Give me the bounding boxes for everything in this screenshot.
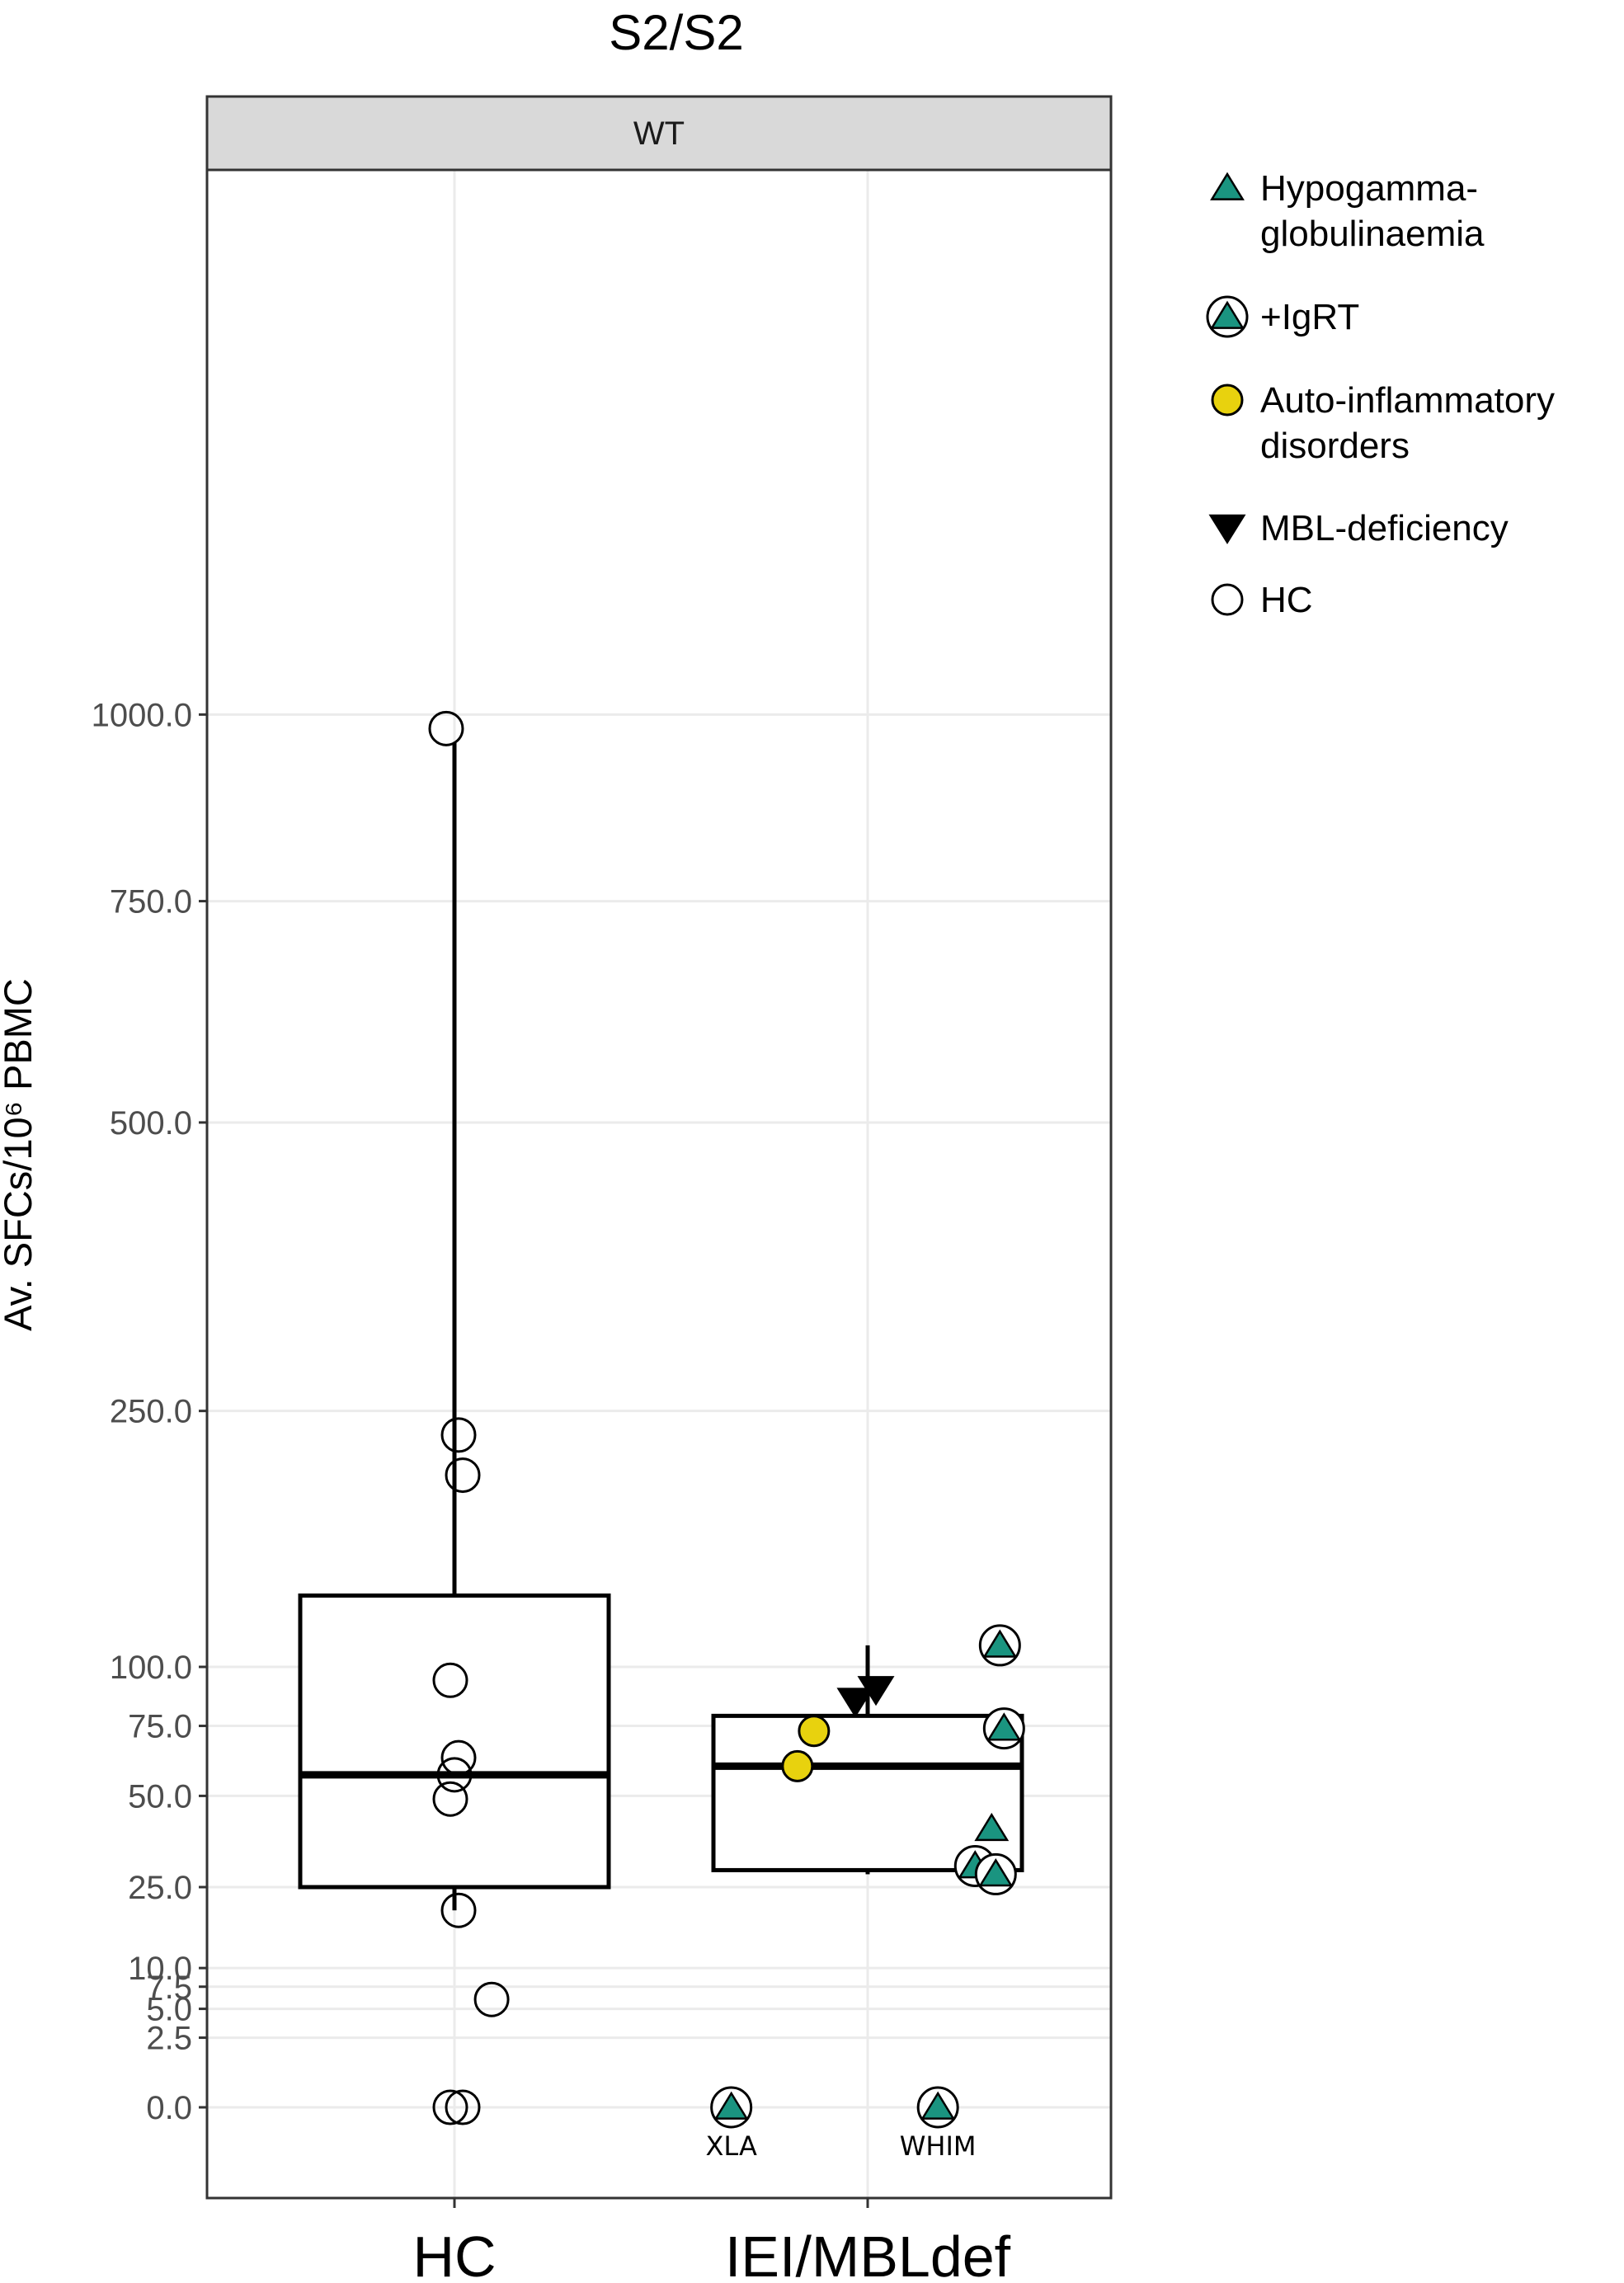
data-point-auto-inflammatory-disorders — [798, 1715, 831, 1748]
legend-item: +IgRT — [1206, 295, 1359, 338]
y-tick-label: 7.5 — [146, 1970, 192, 2006]
data-point-hc — [432, 1781, 468, 1817]
data-point-hc — [432, 2089, 468, 2125]
y-tick-label: 750.0 — [110, 884, 192, 920]
data-point-hypogammaglobulinaemia — [974, 1812, 1010, 1842]
plot-border — [205, 168, 1113, 2200]
y-tick-label: 2.5 — [146, 2021, 192, 2057]
y-tick-label: 500.0 — [110, 1105, 192, 1142]
data-point-hc — [440, 1739, 477, 1776]
legend-key — [1208, 514, 1246, 544]
x-axis: HC IEI/MBLdef — [412, 2198, 1011, 2283]
y-tick-label: 10.0 — [128, 1951, 192, 1987]
chart-title: S2/S2 — [609, 5, 743, 60]
x-tick-label: IEI/MBLdef — [725, 2224, 1011, 2283]
data-point-hc — [445, 2089, 481, 2125]
facet-strip — [205, 95, 1113, 172]
point-annotation: XLA — [705, 2130, 756, 2162]
box — [711, 1713, 1024, 1872]
y-tick-label: 75.0 — [128, 1709, 192, 1745]
y-tick-label: 5.0 — [146, 1992, 192, 2028]
data-point-igrt — [974, 1852, 1017, 1895]
data-point-hc — [440, 1417, 477, 1453]
y-tick-label: 50.0 — [128, 1778, 192, 1815]
data-point-igrt — [978, 1624, 1021, 1667]
y-axis: 0.0 2.55.07.510.0 25.0 50.0 75.0 100.0 250.0 50… — [92, 697, 207, 2126]
legend-key — [1211, 384, 1244, 417]
legend-item: HC — [1211, 580, 1313, 620]
data-point-auto-inflammatory-disorders — [781, 1749, 814, 1782]
legend-label: MBL-deficiency — [1260, 508, 1509, 548]
data-point-igrt — [982, 1707, 1025, 1750]
data-point-hc — [440, 1892, 477, 1928]
legend-label: HC — [1260, 580, 1313, 620]
legend-label: disorders — [1260, 426, 1410, 466]
y-tick-label: 1000.0 — [92, 697, 192, 733]
legend-item: Auto-inflammatory disorders — [1211, 380, 1555, 466]
data-point-hc — [436, 1757, 473, 1793]
legend-key — [1211, 583, 1244, 616]
data-point-igrt — [916, 2086, 959, 2129]
y-tick-label: 100.0 — [110, 1650, 192, 1686]
x-tick-label: HC — [412, 2224, 496, 2283]
data-point-mbl-deficiency — [836, 1688, 874, 1718]
data-point-hc — [432, 1662, 468, 1698]
legend-key — [1206, 295, 1249, 338]
legend-label: globulinaemia — [1260, 214, 1485, 254]
legend-label: Hypogamma- — [1260, 168, 1478, 209]
data-point-hc — [428, 710, 464, 746]
plot-panel — [207, 170, 1111, 2198]
data-points: XLA WHIM — [428, 710, 1025, 2162]
y-tick-label: 250.0 — [110, 1394, 192, 1430]
legend-item: MBL-deficiency — [1208, 508, 1509, 548]
legend: Hypogamma-globulinaemia +IgRT Auto-inflamm… — [1206, 168, 1555, 620]
legend-key — [1210, 172, 1245, 200]
legend-label: Auto-inflammatory — [1260, 380, 1555, 421]
data-point-mbl-deficiency — [857, 1676, 895, 1706]
point-annotation: WHIM — [900, 2130, 977, 2162]
legend-label: +IgRT — [1260, 297, 1359, 337]
data-point-igrt — [710, 2086, 753, 2129]
data-point-hc — [473, 1981, 510, 2017]
y-tick-label: 0.0 — [146, 2090, 192, 2126]
y-axis-label: Av. SFCs/10⁶ PBMC — [0, 978, 40, 1331]
y-tick-label: 25.0 — [128, 1870, 192, 1906]
facet-label: WT — [633, 115, 685, 152]
data-point-hc — [445, 1457, 481, 1494]
legend-item: Hypogamma-globulinaemia — [1210, 168, 1485, 254]
